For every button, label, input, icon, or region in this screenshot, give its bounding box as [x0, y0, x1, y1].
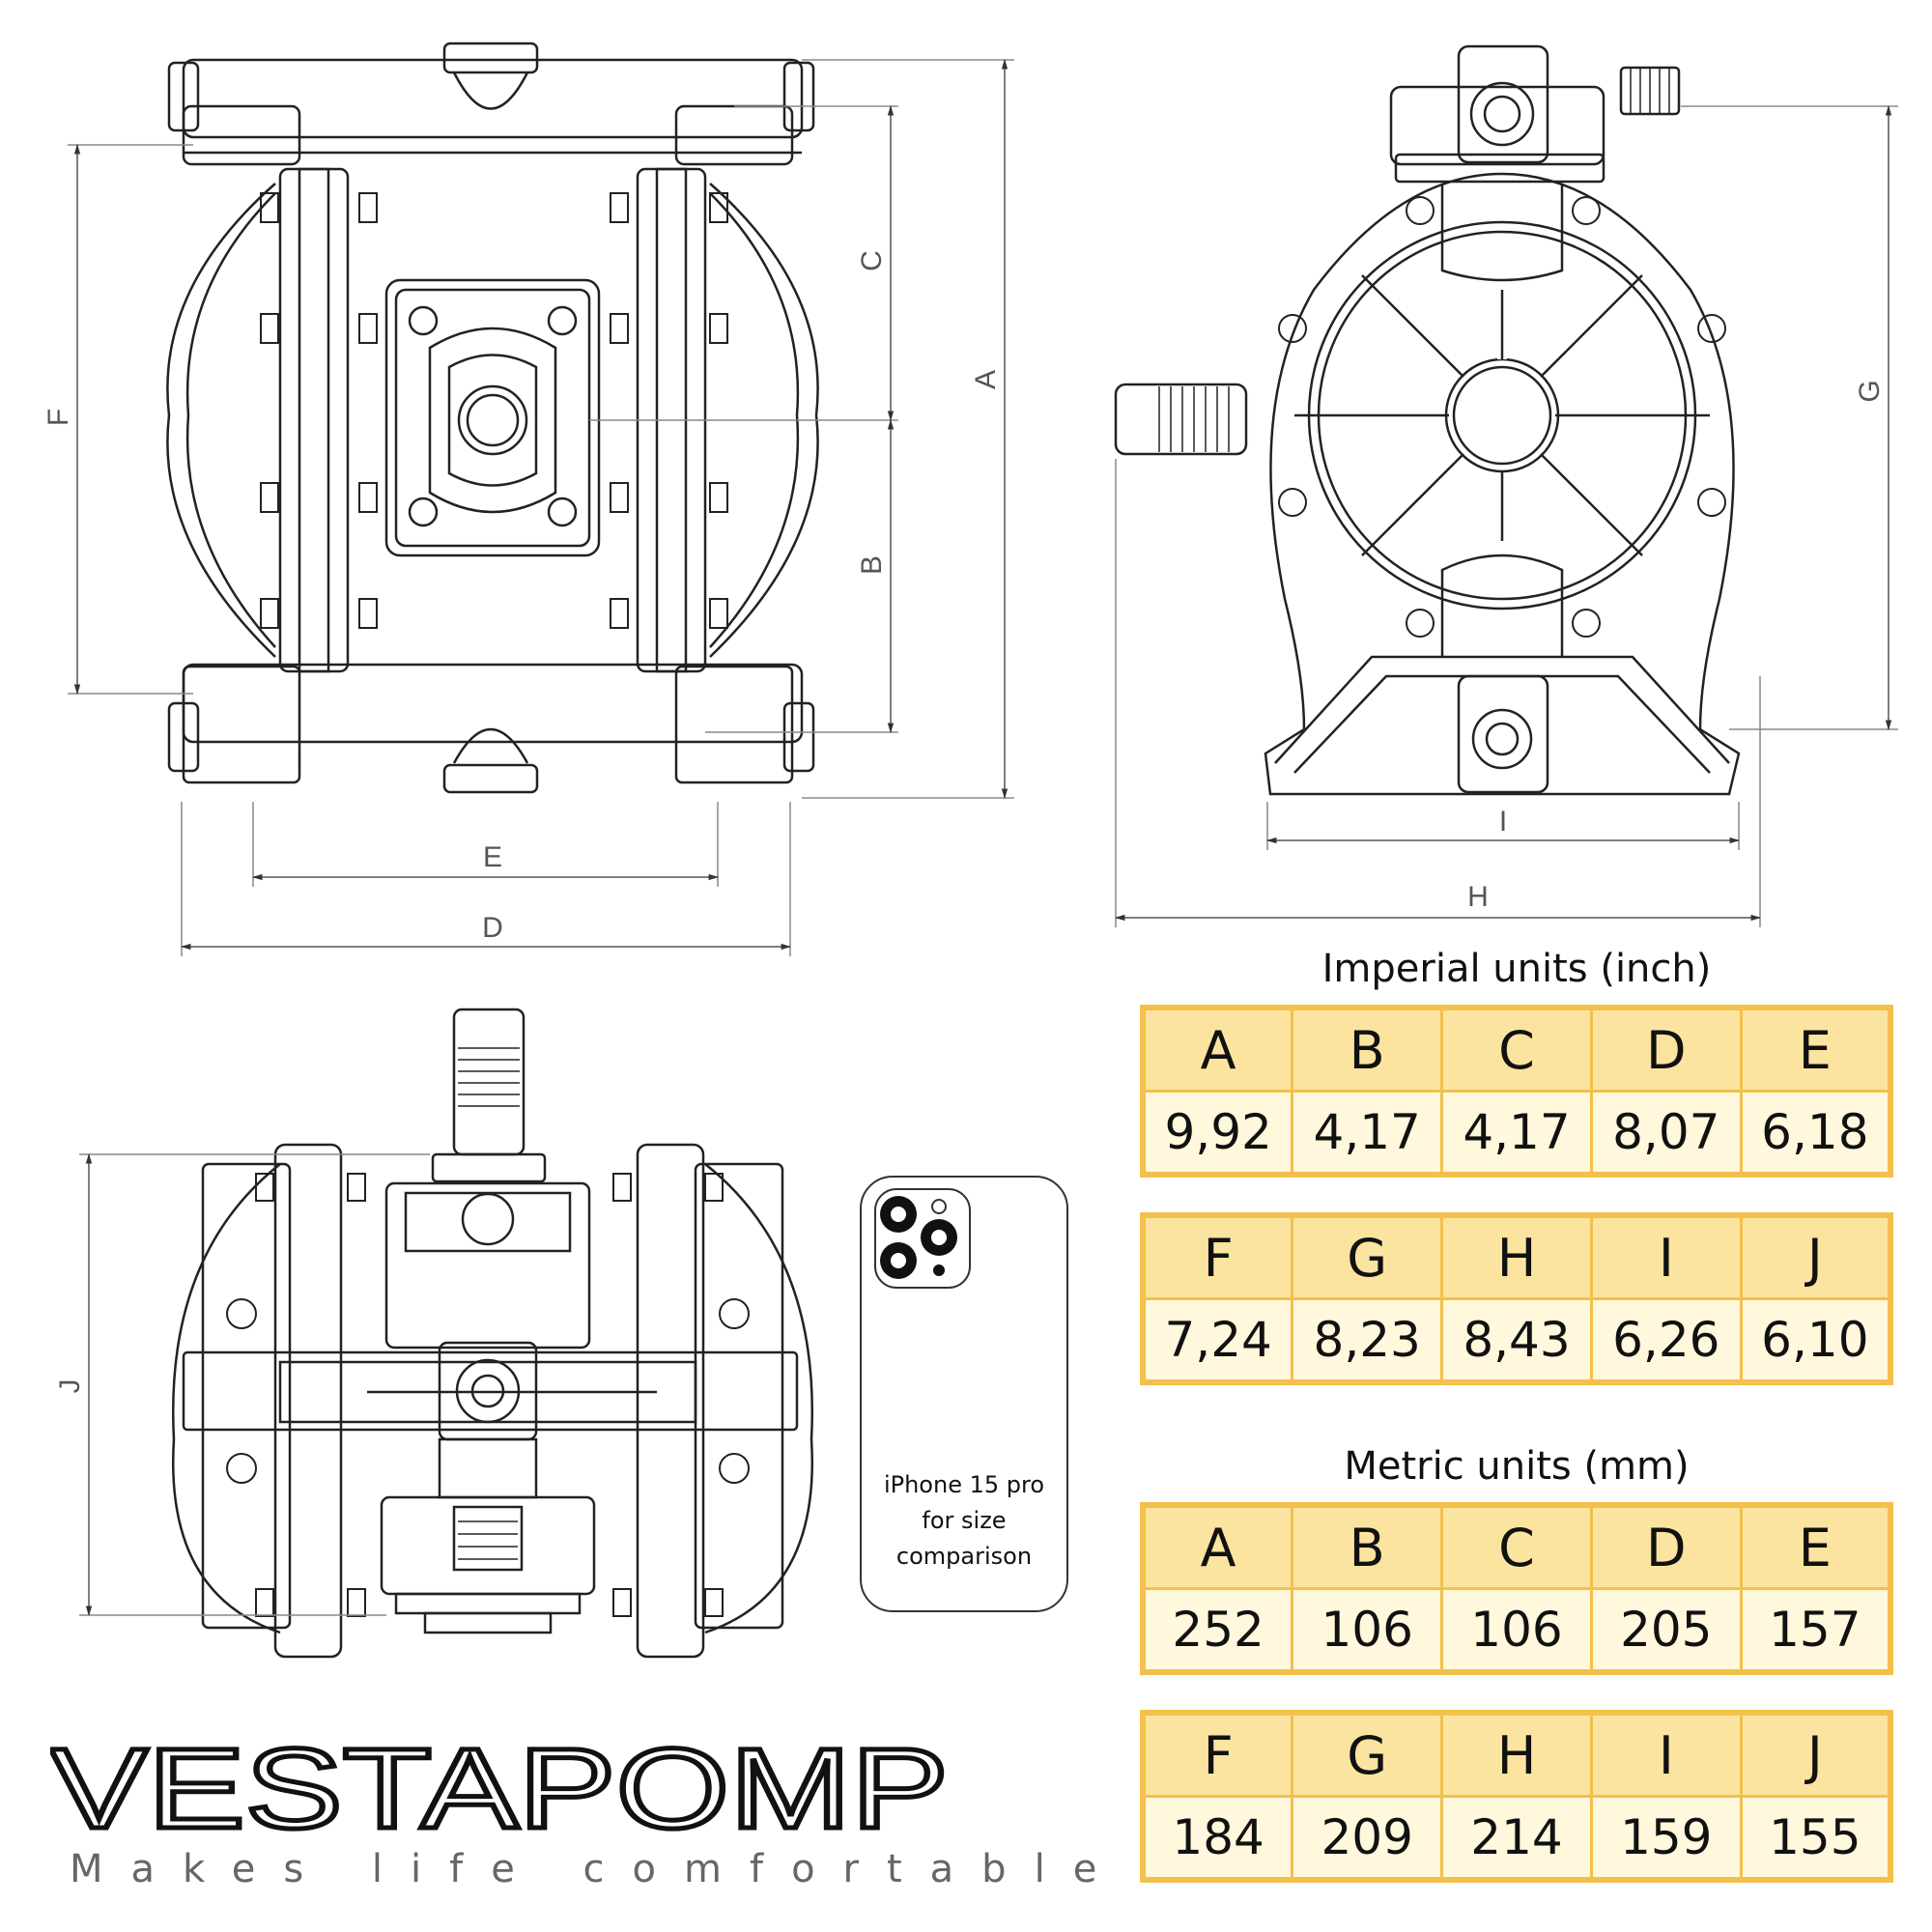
metric-value-e: 157: [1739, 1587, 1892, 1674]
imperial-header-f: F: [1141, 1213, 1294, 1300]
top-view-dimensions: [79, 1152, 430, 1617]
imperial-header-b: B: [1291, 1006, 1444, 1093]
metric-header-i: I: [1589, 1711, 1743, 1798]
imperial-table-1: A B C D E 9,92 4,17 4,17 8,07 6,18: [1140, 1005, 1893, 1178]
dim-label-d: D: [482, 912, 503, 944]
front-view-dimensions: [68, 58, 1014, 956]
metric-header-b: B: [1291, 1503, 1444, 1590]
imperial-value-j: 6,10: [1739, 1297, 1892, 1384]
side-view: [1114, 44, 1741, 796]
top-view: [172, 1008, 813, 1659]
imperial-header-h: H: [1440, 1213, 1593, 1300]
imperial-header-d: D: [1589, 1006, 1743, 1093]
metric-header-d: D: [1589, 1503, 1743, 1590]
imperial-header-j: J: [1739, 1213, 1892, 1300]
imperial-table-2: F G H I J 7,24 8,23 8,43 6,26 6,10: [1140, 1212, 1893, 1385]
metric-header-f: F: [1141, 1711, 1294, 1798]
metric-value-i: 159: [1589, 1795, 1743, 1882]
metric-title: Metric units (mm): [1344, 1444, 1690, 1489]
metric-value-b: 106: [1291, 1587, 1444, 1674]
metric-value-c: 106: [1440, 1587, 1593, 1674]
metric-value-a: 252: [1141, 1587, 1294, 1674]
imperial-value-h: 8,43: [1440, 1297, 1593, 1384]
imperial-value-f: 7,24: [1141, 1297, 1294, 1384]
metric-value-h: 214: [1440, 1795, 1593, 1882]
imperial-value-a: 9,92: [1141, 1090, 1294, 1177]
metric-header-g: G: [1291, 1711, 1444, 1798]
phone-size-reference: iPhone 15 pro for size comparison: [860, 1176, 1068, 1612]
brand-logo: VESTAPOMP: [50, 1731, 951, 1837]
imperial-header-a: A: [1141, 1006, 1294, 1093]
brand-tagline: Makes life comfortable: [70, 1847, 1125, 1891]
dim-label-c: C: [856, 250, 888, 271]
metric-header-h: H: [1440, 1711, 1593, 1798]
brand-name: VESTAPOMP: [50, 1731, 949, 1837]
imperial-header-c: C: [1440, 1006, 1593, 1093]
metric-value-d: 205: [1589, 1587, 1743, 1674]
dim-label-a: A: [970, 370, 1002, 389]
front-view: [166, 42, 819, 794]
imperial-value-e: 6,18: [1739, 1090, 1892, 1177]
imperial-header-g: G: [1291, 1213, 1444, 1300]
phone-caption-line-1: iPhone 15 pro: [883, 1471, 1045, 1498]
imperial-value-i: 6,26: [1589, 1297, 1743, 1384]
metric-header-c: C: [1440, 1503, 1593, 1590]
imperial-value-b: 4,17: [1291, 1090, 1444, 1177]
metric-header-e: E: [1739, 1503, 1892, 1590]
dim-label-h: H: [1467, 881, 1489, 913]
imperial-header-i: I: [1589, 1213, 1743, 1300]
imperial-value-d: 8,07: [1589, 1090, 1743, 1177]
phone-caption-line-2: for size: [922, 1507, 1007, 1534]
side-view-dimensions: [1114, 104, 1898, 927]
metric-header-j: J: [1739, 1711, 1892, 1798]
dim-label-b: B: [856, 555, 888, 575]
dim-label-j: J: [54, 1379, 86, 1394]
dim-label-f: F: [43, 409, 74, 426]
dim-label-i: I: [1499, 806, 1507, 838]
dim-label-e: E: [483, 841, 502, 873]
imperial-value-c: 4,17: [1440, 1090, 1593, 1177]
phone-caption-line-3: comparison: [895, 1543, 1033, 1570]
metric-value-g: 209: [1291, 1795, 1444, 1882]
dim-label-g: G: [1854, 380, 1886, 402]
metric-value-j: 155: [1739, 1795, 1892, 1882]
metric-table-1: A B C D E 252 106 106 205 157: [1140, 1502, 1893, 1675]
imperial-title: Imperial units (inch): [1321, 947, 1712, 991]
metric-value-f: 184: [1141, 1795, 1294, 1882]
phone-camera-icon: [874, 1188, 971, 1289]
metric-header-a: A: [1141, 1503, 1294, 1590]
imperial-value-g: 8,23: [1291, 1297, 1444, 1384]
imperial-header-e: E: [1739, 1006, 1892, 1093]
metric-table-2: F G H I J 184 209 214 159 155: [1140, 1710, 1893, 1883]
